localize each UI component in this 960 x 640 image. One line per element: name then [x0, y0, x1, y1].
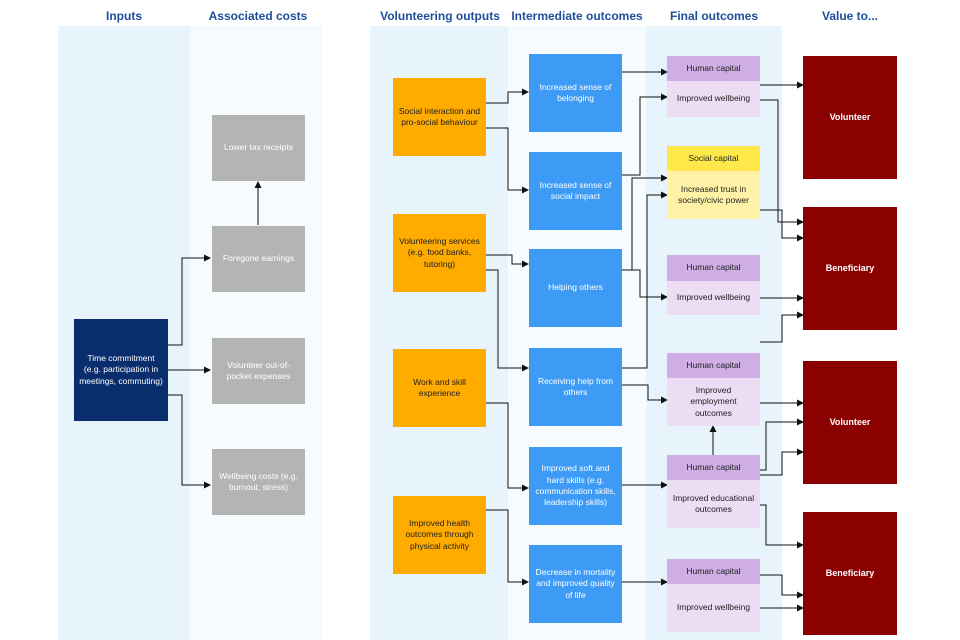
final-5-human-capital-header: Human capital: [667, 455, 760, 480]
final-6-human-capital-header: Human capital: [667, 559, 760, 584]
volunteering-services-box: Volunteering services (e.g. food banks, …: [393, 214, 486, 292]
final-6-improved-wellbeing: Improved wellbeing: [667, 584, 760, 632]
header-final-outcomes: Final outcomes: [669, 9, 758, 23]
sense-of-belonging-box: Increased sense of belonging: [529, 54, 622, 132]
header-intermediate-outcomes: Intermediate outcomes: [511, 9, 643, 23]
improved-health-outcomes-box: Improved health outcomes through physica…: [393, 496, 486, 574]
final-3-human-capital-header: Human capital: [667, 255, 760, 281]
header-volunteering-outputs: Volunteering outputs: [380, 9, 500, 23]
header-associated-costs: Associated costs: [208, 9, 308, 23]
final-3-improved-wellbeing: Improved wellbeing: [667, 281, 760, 315]
final-4-improved-employment: Improved employment outcomes: [667, 378, 760, 426]
final-4-human-capital-header: Human capital: [667, 353, 760, 378]
final-1-human-capital-header: Human capital: [667, 56, 760, 81]
foregone-earnings-box: Foregone earnings: [212, 226, 305, 292]
value-beneficiary-2-box: Beneficiary: [803, 512, 897, 635]
value-beneficiary-1-box: Beneficiary: [803, 207, 897, 330]
final-2-increased-trust: Increased trust in society/civic power: [667, 171, 760, 219]
decrease-mortality-box: Decrease in mortality and improved quali…: [529, 545, 622, 623]
receiving-help-box: Receiving help from others: [529, 348, 622, 426]
value-volunteer-1-box: Volunteer: [803, 56, 897, 179]
final-5-improved-educational: Improved educational outcomes: [667, 480, 760, 528]
soft-hard-skills-box: Improved soft and hard skills (e.g. comm…: [529, 447, 622, 525]
value-volunteer-2-box: Volunteer: [803, 361, 897, 484]
time-commitment-box: Time commitment (e.g. participation in m…: [74, 319, 168, 421]
final-column-bg: [646, 26, 782, 640]
final-2-social-capital-header: Social capital: [667, 146, 760, 171]
wellbeing-costs-box: Wellbeing costs (e.g. burnout, stress): [212, 449, 305, 515]
lower-tax-receipts-box: Lower tax receipts: [212, 115, 305, 181]
sense-of-social-impact-box: Increased sense of social impact: [529, 152, 622, 230]
header-inputs: Inputs: [106, 9, 142, 23]
social-interaction-box: Social interaction and pro-social behavi…: [393, 78, 486, 156]
header-value-to: Value to...: [821, 9, 878, 23]
out-of-pocket-expenses-box: Volunteer out-of-pocket expenses: [212, 338, 305, 404]
final-1-improved-wellbeing: Improved wellbeing: [667, 81, 760, 117]
work-skill-experience-box: Work and skill experience: [393, 349, 486, 427]
helping-others-box: Helping others: [529, 249, 622, 327]
